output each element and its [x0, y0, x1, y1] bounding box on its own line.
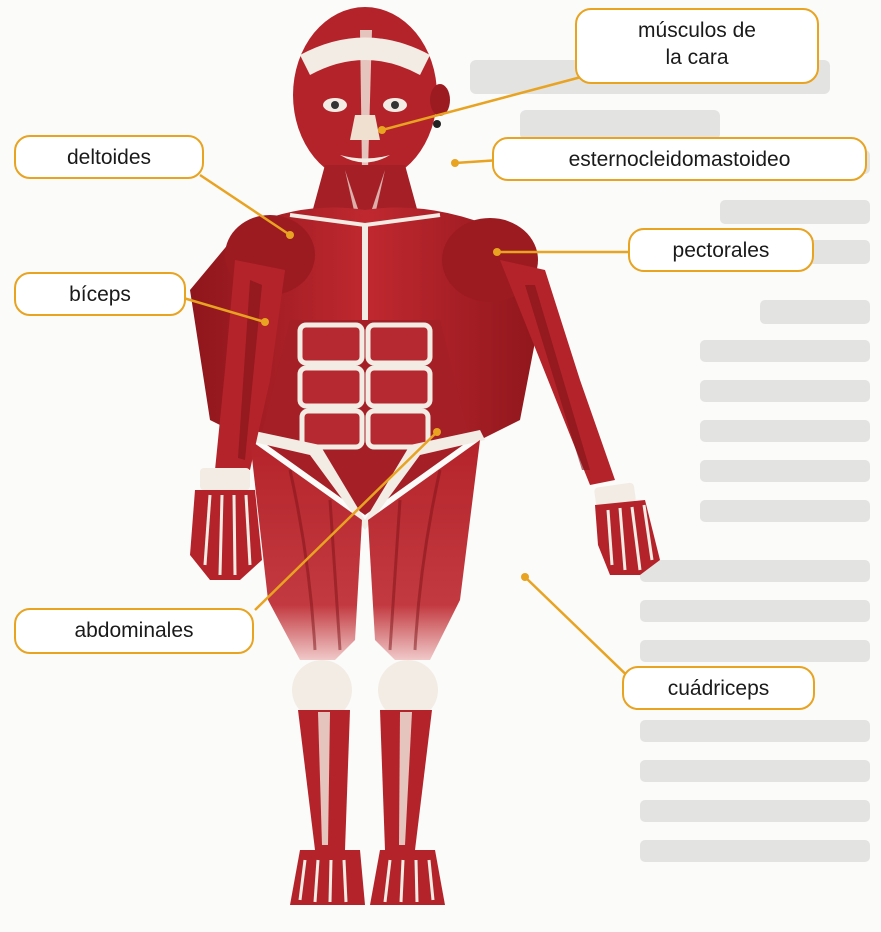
- label-deltoides: deltoides: [14, 135, 204, 179]
- label-musculos-cara-line1: músculos de: [589, 17, 805, 44]
- leader-cuadriceps: [525, 577, 640, 688]
- label-esternocleidomastoideo-text: esternocleidomastoideo: [569, 148, 791, 171]
- dot-biceps: [261, 318, 269, 326]
- head: [293, 7, 450, 183]
- label-biceps: bíceps: [14, 272, 186, 316]
- label-cuadriceps: cuádriceps: [622, 666, 815, 710]
- label-biceps-text: bíceps: [69, 283, 131, 306]
- dot-abdominales: [433, 428, 441, 436]
- label-musculos-cara: músculos de la cara: [575, 8, 819, 84]
- label-cuadriceps-text: cuádriceps: [668, 677, 770, 700]
- label-abdominales-text: abdominales: [74, 619, 193, 642]
- dot-cuadriceps: [521, 573, 529, 581]
- arm-right: [500, 260, 660, 575]
- label-pectorales: pectorales: [628, 228, 814, 272]
- label-musculos-cara-line2: la cara: [589, 44, 805, 71]
- dot-musculos-cara: [378, 126, 386, 134]
- dot-esternocleidomastoideo: [451, 159, 459, 167]
- label-pectorales-text: pectorales: [673, 239, 770, 262]
- label-esternocleidomastoideo: esternocleidomastoideo: [492, 137, 867, 181]
- dot-pectorales: [493, 248, 501, 256]
- label-abdominales: abdominales: [14, 608, 254, 654]
- label-deltoides-text: deltoides: [67, 146, 151, 169]
- dot-deltoides: [286, 231, 294, 239]
